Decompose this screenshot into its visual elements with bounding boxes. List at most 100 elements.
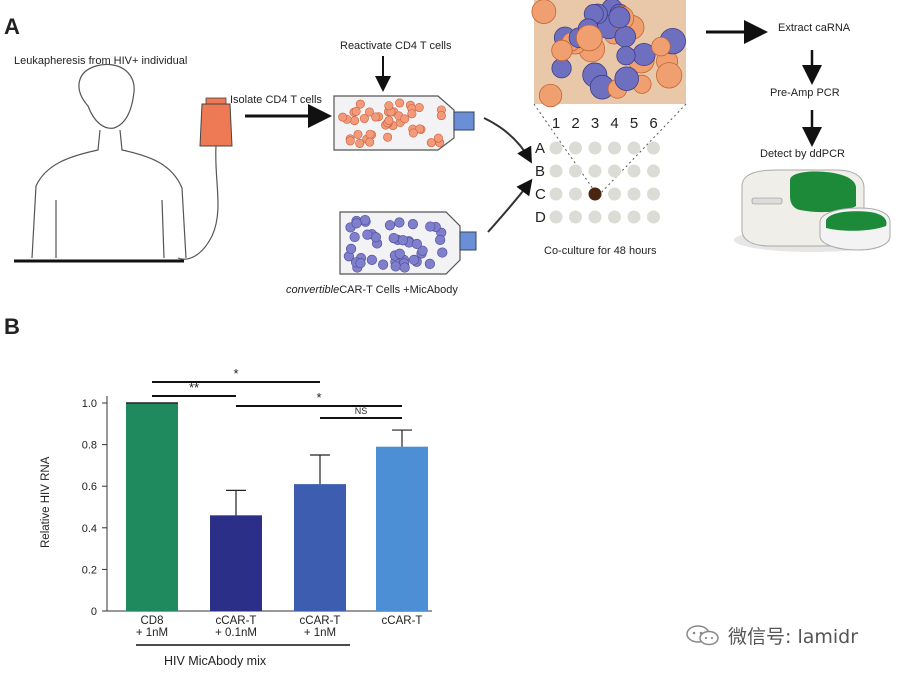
watermark-text: 微信号: lamidr bbox=[728, 625, 859, 648]
person-outline bbox=[31, 63, 187, 259]
car-t-cell bbox=[378, 259, 389, 270]
car-t-cell bbox=[408, 254, 420, 265]
zoom-line-right bbox=[597, 103, 687, 197]
sample-well bbox=[588, 187, 602, 201]
y-tick-label: 0.2 bbox=[82, 564, 97, 576]
category-label-line: + 1nM bbox=[135, 627, 169, 639]
isolate-label: Isolate CD4 T cells bbox=[230, 94, 322, 106]
plate-column-label: 5 bbox=[630, 115, 638, 132]
flask1-to-plate-arrow bbox=[483, 117, 532, 164]
car-t-cell bbox=[351, 218, 362, 229]
significance-label: NS bbox=[355, 406, 368, 416]
car-t-cell bbox=[394, 217, 405, 228]
car-t-label-prefix: convertible bbox=[286, 284, 340, 296]
category-label-line: cCAR-T bbox=[215, 615, 257, 627]
well bbox=[569, 141, 582, 155]
car-t-cell bbox=[394, 248, 405, 259]
car-t-cell bbox=[349, 231, 360, 243]
car-t-cell bbox=[425, 221, 436, 232]
well bbox=[549, 210, 563, 224]
watermark: 微信号: lamidr bbox=[684, 620, 858, 650]
car-t-cell bbox=[384, 220, 396, 231]
car-t-flask-icon bbox=[339, 211, 477, 275]
car-t-cell bbox=[345, 243, 357, 254]
plate-column-label: 4 bbox=[610, 115, 618, 132]
y-tick-label: 0 bbox=[91, 606, 97, 618]
cell bbox=[551, 39, 573, 62]
car-t-cell bbox=[355, 258, 366, 269]
cd4-cell bbox=[345, 136, 355, 146]
well bbox=[608, 141, 621, 155]
car-t-cell bbox=[424, 258, 435, 270]
cd4-cell bbox=[384, 101, 394, 111]
cd4-cell bbox=[407, 109, 417, 119]
bar bbox=[210, 515, 262, 611]
category-label-line: + 1nM bbox=[303, 627, 337, 639]
well bbox=[627, 141, 641, 155]
well bbox=[569, 187, 582, 201]
well bbox=[627, 164, 641, 178]
group-label: HIV MicAbody mix bbox=[164, 654, 267, 668]
cd4-cell bbox=[400, 114, 410, 124]
plate-column-label: 1 bbox=[552, 115, 560, 132]
preamp-label: Pre-Amp PCR bbox=[770, 87, 840, 99]
category-label-ccar-t-1nm: cCAR-T+ 1nM bbox=[280, 615, 360, 639]
extract-label: Extract caRNA bbox=[778, 22, 851, 34]
car-t-label-suffix: CAR-T Cells +MicAbody bbox=[339, 284, 458, 296]
cd4-cell bbox=[383, 132, 393, 142]
plate-column-label: 6 bbox=[649, 115, 657, 132]
car-t-cell bbox=[397, 235, 409, 246]
coculture-label: Co-culture for 48 hours bbox=[544, 245, 657, 257]
well bbox=[588, 210, 602, 224]
car-t-cell bbox=[437, 247, 448, 258]
cell bbox=[651, 36, 671, 57]
significance-label: * bbox=[316, 390, 321, 405]
cd4-cell bbox=[359, 114, 369, 124]
cell bbox=[608, 6, 631, 29]
car-t-cell bbox=[435, 234, 446, 246]
wechat-icon bbox=[686, 625, 719, 646]
detect-label: Detect by ddPCR bbox=[760, 148, 845, 160]
leukapheresis-label: Leukapheresis from HIV+ individual bbox=[14, 55, 188, 67]
category-label-ccar-t-0.1nm: cCAR-T+ 0.1nM bbox=[196, 615, 276, 639]
well bbox=[608, 210, 621, 224]
cell bbox=[656, 62, 683, 89]
y-tick-label: 1.0 bbox=[82, 398, 97, 410]
y-tick-label: 0.4 bbox=[82, 523, 97, 535]
cd4-cell bbox=[426, 138, 436, 148]
well bbox=[549, 164, 563, 178]
well bbox=[569, 164, 582, 178]
cd4-cell bbox=[395, 98, 405, 108]
ddpcr-instrument-icon bbox=[734, 169, 891, 252]
category-label-line: cCAR-T bbox=[381, 615, 423, 627]
panel-a-label: A bbox=[4, 14, 20, 39]
significance-label: ** bbox=[189, 380, 199, 395]
category-label-cd8-1nm: CD8+ 1nM bbox=[112, 615, 192, 639]
plate-column-label: 3 bbox=[591, 115, 599, 132]
cell bbox=[575, 24, 603, 52]
cd4-cell bbox=[338, 112, 348, 122]
cd4-cell bbox=[355, 99, 365, 109]
bar bbox=[376, 446, 428, 611]
cd4-cell bbox=[408, 128, 418, 138]
well bbox=[647, 164, 660, 178]
plate-row-label: B bbox=[535, 163, 545, 180]
car-t-label: convertibleCAR-T Cells +MicAbody bbox=[286, 284, 458, 296]
cd4-cell bbox=[365, 137, 375, 147]
cell bbox=[614, 66, 639, 91]
category-label-line: + 0.1nM bbox=[215, 627, 257, 639]
reactivate-label: Reactivate CD4 T cells bbox=[340, 40, 452, 52]
well bbox=[647, 210, 660, 224]
flask2-to-plate-arrow bbox=[487, 178, 533, 233]
well bbox=[608, 164, 621, 178]
well bbox=[608, 187, 621, 201]
well bbox=[549, 141, 563, 155]
well bbox=[647, 187, 660, 201]
car-t-cell bbox=[362, 229, 373, 240]
car-t-cell bbox=[411, 238, 422, 250]
well bbox=[627, 210, 641, 224]
